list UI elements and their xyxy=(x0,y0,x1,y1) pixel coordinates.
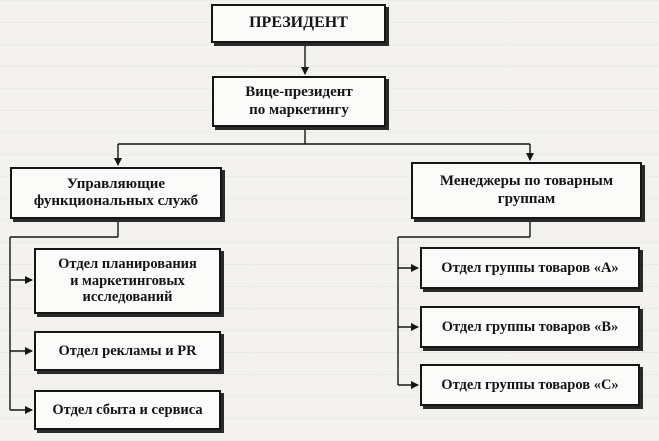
vp-marketing-label: Вице-президент по маркетингу xyxy=(245,84,353,119)
functional-managers-label: Управляющие функциональных служб xyxy=(34,176,198,211)
dept-group-a-box: Отдел группы товаров «А» xyxy=(420,247,640,289)
president-label: ПРЕЗИДЕНТ xyxy=(249,14,348,32)
dept-sales-label: Отдел сбыта и сервиса xyxy=(52,402,202,419)
dept-group-a-label: Отдел группы товаров «А» xyxy=(441,260,618,277)
dept-group-b-box: Отдел группы товаров «В» xyxy=(420,306,640,348)
functional-managers-box: Управляющие функциональных служб xyxy=(10,167,222,219)
product-managers-label: Менеджеры по товарным группам xyxy=(440,173,613,208)
dept-group-c-box: Отдел группы товаров «С» xyxy=(420,364,640,406)
vp-marketing-box: Вице-президент по маркетингу xyxy=(212,76,386,127)
dept-group-c-label: Отдел группы товаров «С» xyxy=(441,377,618,394)
dept-advertising-box: Отдел рекламы и PR xyxy=(34,331,221,371)
dept-advertising-label: Отдел рекламы и PR xyxy=(58,343,196,360)
president-box: ПРЕЗИДЕНТ xyxy=(211,4,386,43)
dept-planning-box: Отдел планирования и маркетинговых иссле… xyxy=(34,248,221,314)
dept-sales-box: Отдел сбыта и сервиса xyxy=(34,390,221,430)
dept-group-b-label: Отдел группы товаров «В» xyxy=(442,319,619,336)
product-managers-box: Менеджеры по товарным группам xyxy=(411,162,642,219)
dept-planning-label: Отдел планирования и маркетинговых иссле… xyxy=(58,256,197,306)
